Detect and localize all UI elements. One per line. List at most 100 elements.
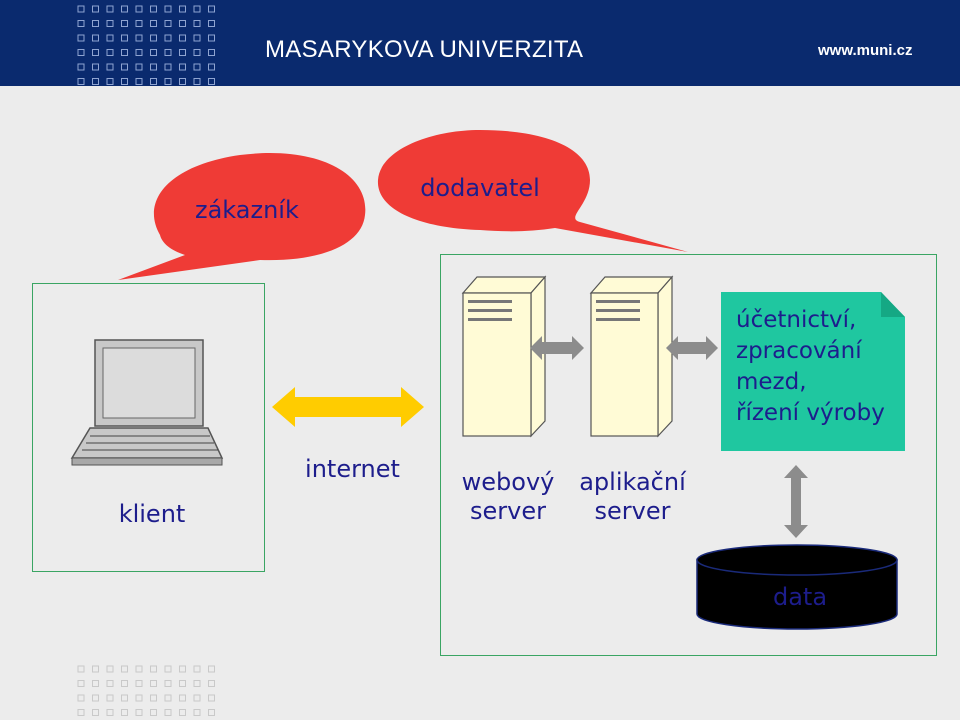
logo-dot <box>164 5 172 13</box>
customer-speech-bubble <box>118 153 366 280</box>
logo-dot <box>92 78 99 85</box>
logo-dot <box>150 5 157 13</box>
logo-dot <box>77 5 85 13</box>
logo-dot <box>77 49 85 56</box>
logo-dot <box>135 34 143 42</box>
logo-dot <box>77 20 85 27</box>
logo-dot <box>121 34 128 42</box>
client-label: klient <box>118 500 186 528</box>
logo-dot <box>106 20 114 27</box>
logo-dot <box>135 680 143 687</box>
logo-dot <box>121 20 128 27</box>
logo-dot <box>106 63 114 71</box>
logo-dot <box>106 78 114 85</box>
logo-dot <box>121 665 128 673</box>
logo-dot <box>150 34 157 42</box>
logo-dot <box>179 5 186 13</box>
internet-arrow <box>272 387 424 427</box>
app-note-connector-arrow <box>666 336 718 360</box>
web-server-label-line1: webový <box>461 468 555 496</box>
logo-dot <box>193 34 201 42</box>
note-text: účetnictví, zpracování mezd, řízení výro… <box>736 305 901 429</box>
logo-dot <box>77 63 85 71</box>
logo-dot <box>92 63 99 71</box>
logo-dot <box>208 34 215 42</box>
web-server-label: webový server <box>448 468 568 526</box>
logo-dot <box>164 63 172 71</box>
logo-dot <box>150 49 157 56</box>
logo-dot <box>135 694 143 702</box>
logo-dot <box>92 694 99 702</box>
logo-dot <box>150 680 157 687</box>
logo-dot <box>193 709 201 716</box>
server-side-box <box>440 254 937 656</box>
laptop-icon <box>70 339 224 466</box>
logo-dot <box>208 694 215 702</box>
logo-dot <box>77 694 85 702</box>
logo-dot <box>92 49 99 56</box>
logo-dot <box>208 49 215 56</box>
business-logic-note <box>721 292 905 451</box>
logo-dot <box>164 694 172 702</box>
logo-dot <box>164 78 172 85</box>
logo-dot <box>164 665 172 673</box>
logo-dot <box>106 5 114 13</box>
app-server-label: aplikační server <box>570 468 695 526</box>
logo-dot <box>208 709 215 716</box>
logo-dot <box>208 665 215 673</box>
logo-dot <box>121 78 128 85</box>
logo-dot <box>92 20 99 27</box>
logo-dot <box>193 5 201 13</box>
logo-dot <box>135 5 143 13</box>
logo-dot <box>179 694 186 702</box>
logo-dot <box>179 78 186 85</box>
logo-dot <box>135 63 143 71</box>
logo-dot <box>77 709 85 716</box>
logo-dot <box>164 709 172 716</box>
logo-dot <box>150 20 157 27</box>
logo-dot <box>77 680 85 687</box>
customer-label: zákazník <box>195 196 299 224</box>
database-icon <box>696 544 898 630</box>
logo-dot <box>121 694 128 702</box>
university-name: MASARYKOVA UNIVERZITA <box>265 36 584 63</box>
note-text-line2: zpracování <box>736 338 862 364</box>
client-box <box>32 283 265 572</box>
note-fold-corner <box>881 292 905 317</box>
logo-dot <box>77 665 85 673</box>
logo-dot <box>164 34 172 42</box>
logo-dot <box>193 49 201 56</box>
logo-dot <box>92 34 99 42</box>
website-link[interactable]: www.muni.cz <box>818 42 913 59</box>
logo-dot <box>179 680 186 687</box>
logo-dot <box>77 78 85 85</box>
logo-dot <box>121 49 128 56</box>
logo-dot <box>150 63 157 71</box>
internet-label: internet <box>305 455 400 483</box>
logo-dot <box>179 709 186 716</box>
logo-dot <box>193 78 201 85</box>
web-app-connector-arrow <box>530 336 584 360</box>
logo-dot <box>106 665 114 673</box>
logo-dot <box>193 680 201 687</box>
logo-dot <box>92 709 99 716</box>
logo-dot <box>179 34 186 42</box>
logo-dot <box>193 694 201 702</box>
logo-dot <box>106 49 114 56</box>
app-server-label-line1: aplikační <box>579 468 686 496</box>
logo-dot <box>193 665 201 673</box>
logo-dot <box>208 20 215 27</box>
logo-dot <box>208 63 215 71</box>
logo-dot <box>208 680 215 687</box>
logo-dot <box>179 49 186 56</box>
logo-dot <box>208 5 215 13</box>
logo-dot <box>121 680 128 687</box>
database-label: data <box>772 583 828 611</box>
logo-dot <box>179 63 186 71</box>
dot-grid-logo <box>77 5 215 85</box>
logo-dot <box>106 34 114 42</box>
logo-dot <box>135 709 143 716</box>
logo-dot <box>135 20 143 27</box>
logo-dot <box>164 20 172 27</box>
